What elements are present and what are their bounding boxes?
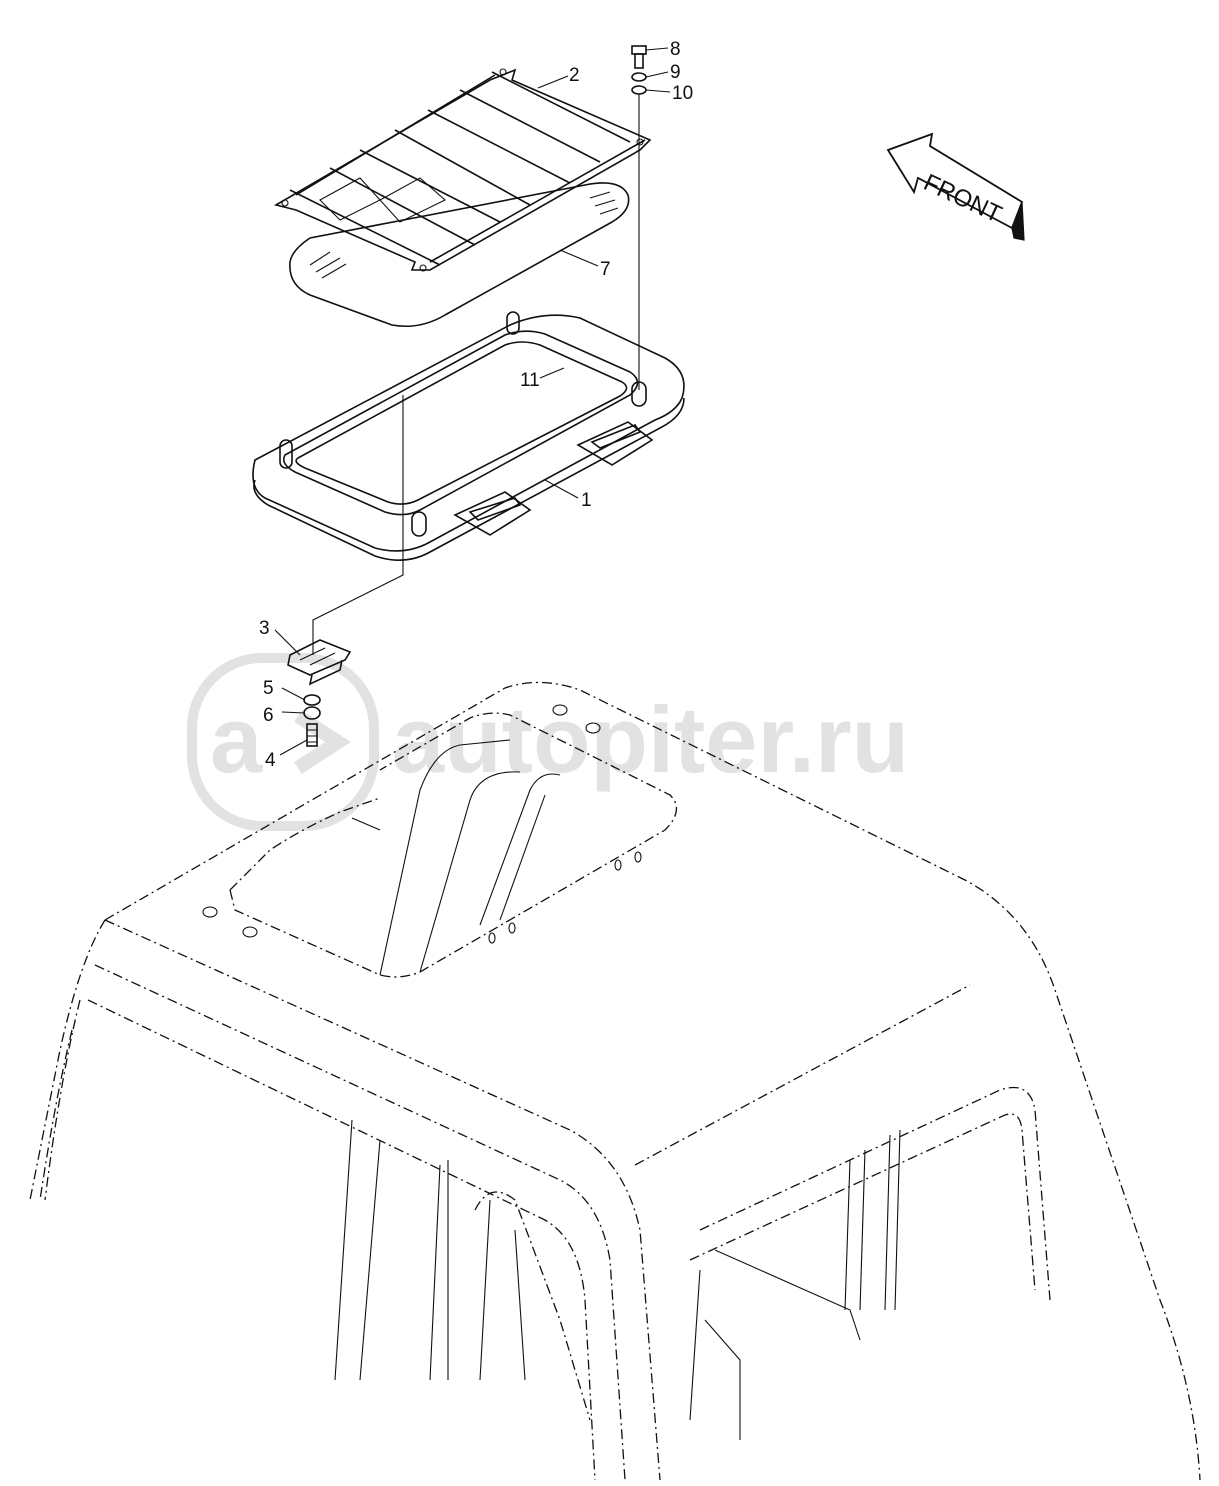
cab-outline (29, 681, 1201, 1481)
watermark-logo-frame (187, 653, 379, 831)
callout-4: 4 (265, 750, 276, 771)
callout-3: 3 (259, 618, 270, 639)
callout-5: 5 (263, 678, 274, 699)
bolt-washer-stack (631, 45, 647, 95)
callout-11: 11 (520, 370, 540, 391)
callout-10: 10 (672, 83, 693, 104)
callout-9: 9 (670, 62, 681, 83)
cab-inner-lines (202, 704, 901, 1440)
watermark-logo-glyph: a (210, 687, 263, 792)
leader-lines (274, 47, 671, 756)
callout-8: 8 (670, 39, 681, 60)
callout-2: 2 (569, 65, 580, 86)
guard-grille (273, 68, 652, 272)
callouts: 8 9 10 2 7 11 1 3 5 6 4 (259, 39, 693, 771)
callout-7: 7 (600, 259, 611, 280)
roof-frame (252, 311, 685, 561)
front-arrow: FRONT (886, 132, 1025, 241)
watermark-text: autopiter.ru (392, 687, 909, 792)
callout-6: 6 (263, 705, 274, 726)
assembly-lines (312, 94, 640, 655)
glass-pane (289, 182, 630, 328)
callout-1: 1 (581, 490, 592, 511)
